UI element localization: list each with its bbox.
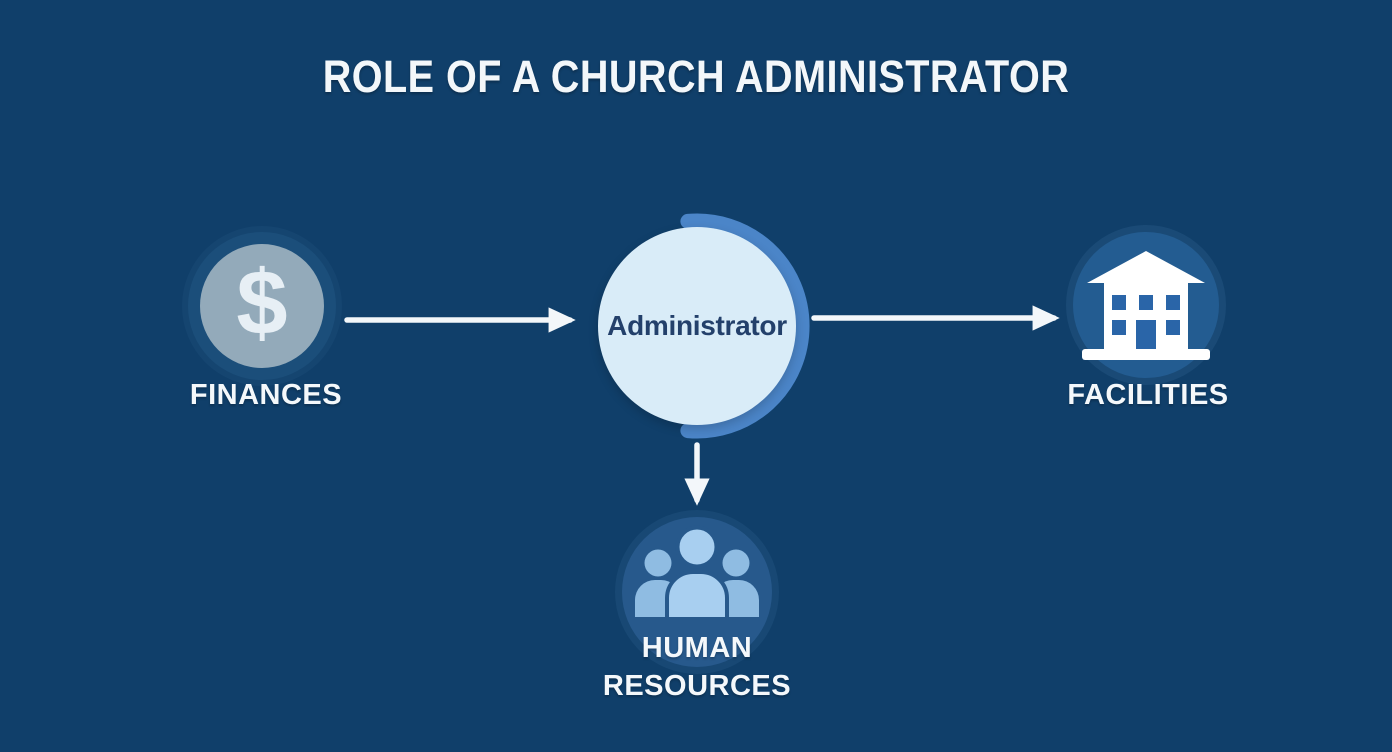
building-icon <box>1082 251 1210 360</box>
human-resources-label: HUMAN RESOURCES <box>537 629 857 705</box>
human-resources-label-line1: HUMAN <box>641 632 753 664</box>
node-finances: $ <box>188 232 336 380</box>
finances-circle: $ <box>200 244 324 368</box>
human-resources-label-line2: RESOURCES <box>602 670 792 702</box>
dollar-sign-icon: $ <box>236 252 288 354</box>
facilities-label: FACILITIES <box>1067 379 1229 411</box>
node-human-resources <box>622 517 772 667</box>
administrator-label: Administrator <box>607 310 787 341</box>
node-administrator: Administrator <box>598 227 796 425</box>
node-facilities <box>1073 232 1219 378</box>
page-title: ROLE OF A CHURCH ADMINISTRATOR <box>322 51 1070 102</box>
finances-label: FINANCES <box>189 379 343 411</box>
administrator-arc <box>680 213 810 439</box>
people-group-icon <box>635 525 759 617</box>
